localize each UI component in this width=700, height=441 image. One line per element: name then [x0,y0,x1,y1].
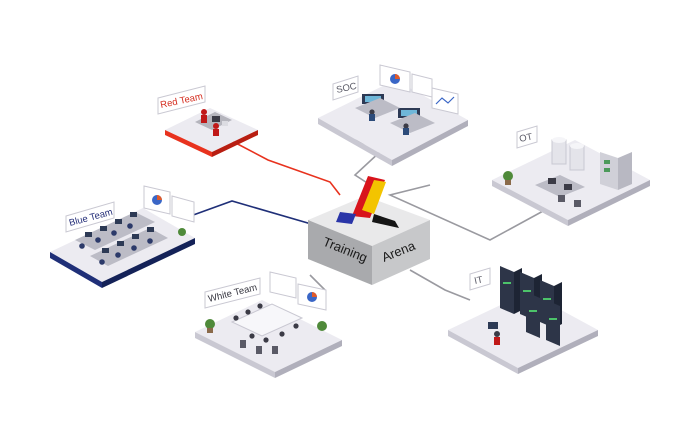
it-label-sign: IT [469,267,491,291]
white-team-label-sign: White Team [204,277,261,309]
blue-team-wall-screens [143,185,195,223]
white-team-conference-table [230,303,304,354]
ot-workstations [535,175,585,207]
it-room: IT [448,266,598,374]
ot-tanks [551,137,585,171]
soc-label-sign: SOC [332,75,359,101]
red-team-desk-cluster [195,109,232,136]
red-team-link [229,139,341,196]
server-racks-icon [500,266,562,346]
it-link [409,269,471,301]
soc-wall-screens [379,64,459,115]
ot-control-cabinets [600,152,632,190]
soc-label: SOC [335,81,358,96]
plant-icon [178,228,186,236]
soc-workstations [355,94,435,135]
ot-label-sign: OT [516,125,538,149]
line-chart-icon [435,96,455,105]
blue-team-link [184,200,326,229]
blue-team-person-icon [79,243,85,249]
white-team-room: White Team [195,271,342,378]
arena-logo-icon [336,176,399,228]
red-team-label-sign: Red Team [157,85,206,115]
hub-right-face [372,220,430,285]
red-team-person-icon [201,109,207,115]
hub-top [308,196,430,246]
it-workstation [488,322,500,345]
plant-icon [205,319,327,333]
ot-room: OT [492,125,650,226]
soc-room: SOC [318,64,468,166]
blue-team-room: Blue Team [50,185,195,288]
ot-link [387,184,546,241]
white-team-wall-screens [269,271,327,311]
ot-label: OT [518,131,533,145]
it-label: IT [473,274,484,287]
blue-team-desks [75,212,168,266]
hub-left-face [308,220,372,285]
plant-icon [503,171,513,185]
training-arena-hub: Training Arena [308,176,430,285]
